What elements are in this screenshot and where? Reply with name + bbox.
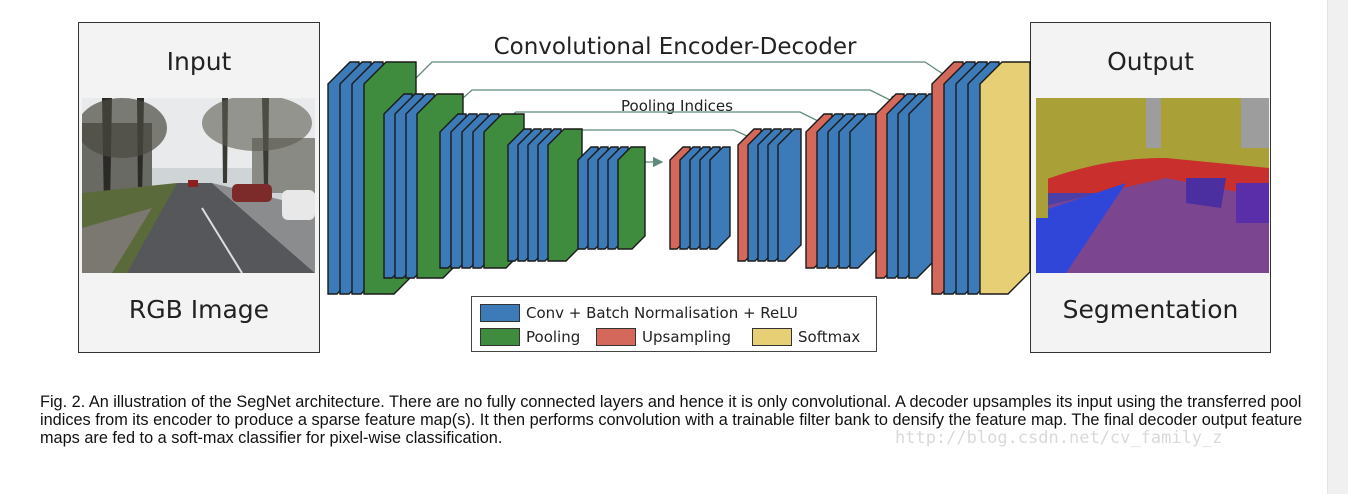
layer-pool-3-4: [547, 128, 583, 262]
pooling-indices-arrow-3: [565, 129, 762, 143]
legend-softmax: Softmax: [752, 327, 860, 347]
output-title: Output: [1107, 47, 1194, 76]
layer-soft-9-4: [979, 61, 1031, 295]
layer-conv-6-4: [777, 128, 802, 262]
scrollbar[interactable]: [1327, 0, 1348, 494]
layer-blocks: [327, 61, 1031, 295]
segnet-diagram: Convolutional Encoder-Decoder Pooling In…: [327, 34, 1031, 295]
upsampling-swatch: [596, 328, 636, 346]
layer-conv-7-4: [849, 113, 877, 269]
legend-pooling: Pooling: [480, 327, 580, 347]
output-panel: Output Segmentation: [1030, 22, 1271, 353]
output-subtitle: Segmentation: [1062, 295, 1239, 324]
layer-pool-4-4: [617, 146, 646, 250]
legend-conv-label: Conv + Batch Normalisation + ReLU: [526, 304, 798, 322]
input-panel: Input RGB Image: [78, 22, 320, 353]
input-subtitle: RGB Image: [128, 295, 270, 324]
encoder-decoder-title: Convolutional Encoder-Decoder: [494, 34, 857, 60]
legend-conv: Conv + Batch Normalisation + ReLU: [480, 303, 798, 323]
pooling-swatch: [480, 328, 520, 346]
segmentation-map-icon: [1036, 98, 1269, 273]
pooling-indices-label: Pooling Indices: [621, 97, 733, 115]
legend-upsampling-label: Upsampling: [642, 328, 732, 346]
figure-caption: Fig. 2. An illustration of the SegNet ar…: [40, 393, 1303, 447]
rgb-image-icon: [82, 98, 315, 273]
legend: Conv + Batch Normalisation + ReLU Poolin…: [471, 296, 877, 352]
layer-conv-5-4: [709, 146, 731, 250]
conv-swatch: [480, 304, 520, 322]
softmax-swatch: [752, 328, 792, 346]
legend-pooling-label: Pooling: [526, 328, 581, 346]
input-title: Input: [166, 47, 232, 76]
legend-upsampling: Upsampling: [596, 327, 731, 347]
legend-softmax-label: Softmax: [798, 328, 861, 346]
watermark: http://blog.csdn.net/cv_family_z: [895, 428, 1223, 448]
pooling-indices-arrow-0: [411, 61, 960, 85]
